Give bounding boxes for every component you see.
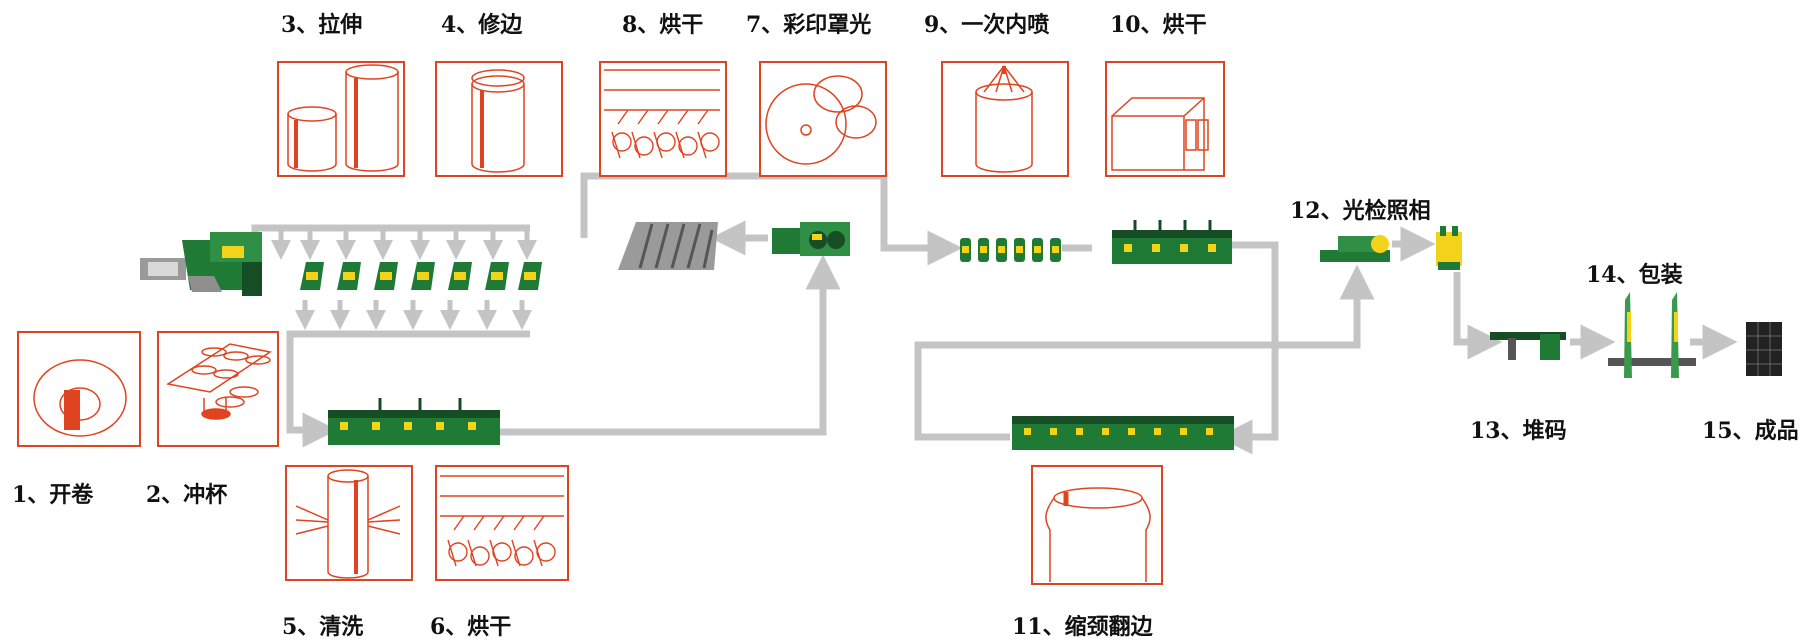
press-unit: [337, 262, 361, 290]
step-label-11: 11、缩颈翻边: [1012, 614, 1153, 640]
frame-s2: [157, 331, 279, 447]
dryer-machine: [1112, 220, 1232, 264]
step-label-4: 4、修边: [441, 12, 523, 38]
uncoiler-cupper-machine: [140, 232, 262, 296]
spray-machines: [960, 238, 1061, 262]
step-label-15: 15、成品: [1702, 418, 1799, 444]
oven-machine: [618, 222, 718, 270]
conveyor-upper-manifold: [251, 224, 530, 265]
step-label-6: 6、烘干: [430, 614, 512, 640]
finished-product-stack: [1746, 322, 1782, 376]
conveyor-necker-to-inspection: [914, 264, 1375, 441]
frame-s7: [759, 61, 887, 177]
frame-s11: [1031, 465, 1163, 585]
step-label-7: 7、彩印罩光: [746, 12, 872, 38]
palletizer-machine: [1490, 332, 1566, 360]
printer-machine: [772, 222, 850, 256]
press-unit: [300, 262, 324, 290]
conveyor-washer-to-printer: [500, 254, 841, 436]
necked-can-icon: [1045, 487, 1151, 582]
step-label-8: 8、烘干: [622, 12, 704, 38]
coil-illustration-icon: [33, 359, 127, 437]
step-label-2: 2、冲杯: [146, 482, 228, 508]
conveyor-lines: [251, 172, 1738, 455]
cupping-blanks-icon: [166, 343, 272, 420]
washer-machine: [328, 398, 500, 445]
drying-cabinet-icon: [1111, 97, 1209, 171]
press-unit: [374, 262, 398, 290]
washing-can-icon: [295, 469, 401, 579]
step-label-10: 10、烘干: [1110, 12, 1207, 38]
press-unit: [448, 262, 472, 290]
step-label-5: 5、清洗: [282, 614, 364, 640]
necker-machine: [1012, 416, 1234, 450]
conveyor-dryer-to-necker: [1217, 241, 1279, 455]
press-feed-arrows: [271, 230, 537, 330]
bodymaker-presses: [300, 262, 542, 290]
drawn-cans-icon: [287, 64, 399, 172]
printing-rollers-icon: [765, 75, 877, 165]
trimmed-can-icon: [471, 69, 525, 173]
step-label-3: 3、拉伸: [281, 12, 363, 38]
frame-s5: [285, 465, 413, 581]
drying-oven-icon: [440, 475, 564, 567]
press-unit: [518, 262, 542, 290]
step-label-1: 1、开卷: [12, 482, 94, 508]
inner-spray-can-icon: [975, 65, 1033, 173]
conveyor-palletizer-down: [1453, 272, 1503, 360]
press-unit: [411, 262, 435, 290]
frame-s10: [1105, 61, 1225, 177]
frame-s6: [435, 465, 569, 581]
step-label-13: 13、堆码: [1470, 418, 1567, 444]
drying-oven-icon: [604, 69, 720, 159]
press-unit: [485, 262, 509, 290]
frame-s3: [277, 61, 405, 177]
conveyor-lower-manifold: [286, 330, 530, 448]
inspection-machine: [1320, 226, 1462, 270]
step-label-9: 9、一次内喷: [924, 12, 1050, 38]
frame-s9: [941, 61, 1069, 177]
frame-s4: [435, 61, 563, 177]
step-label-12: 12、光检照相: [1290, 198, 1431, 224]
packing-machine: [1608, 292, 1696, 378]
step-label-14: 14、包装: [1586, 262, 1683, 288]
frame-s8: [599, 61, 727, 177]
